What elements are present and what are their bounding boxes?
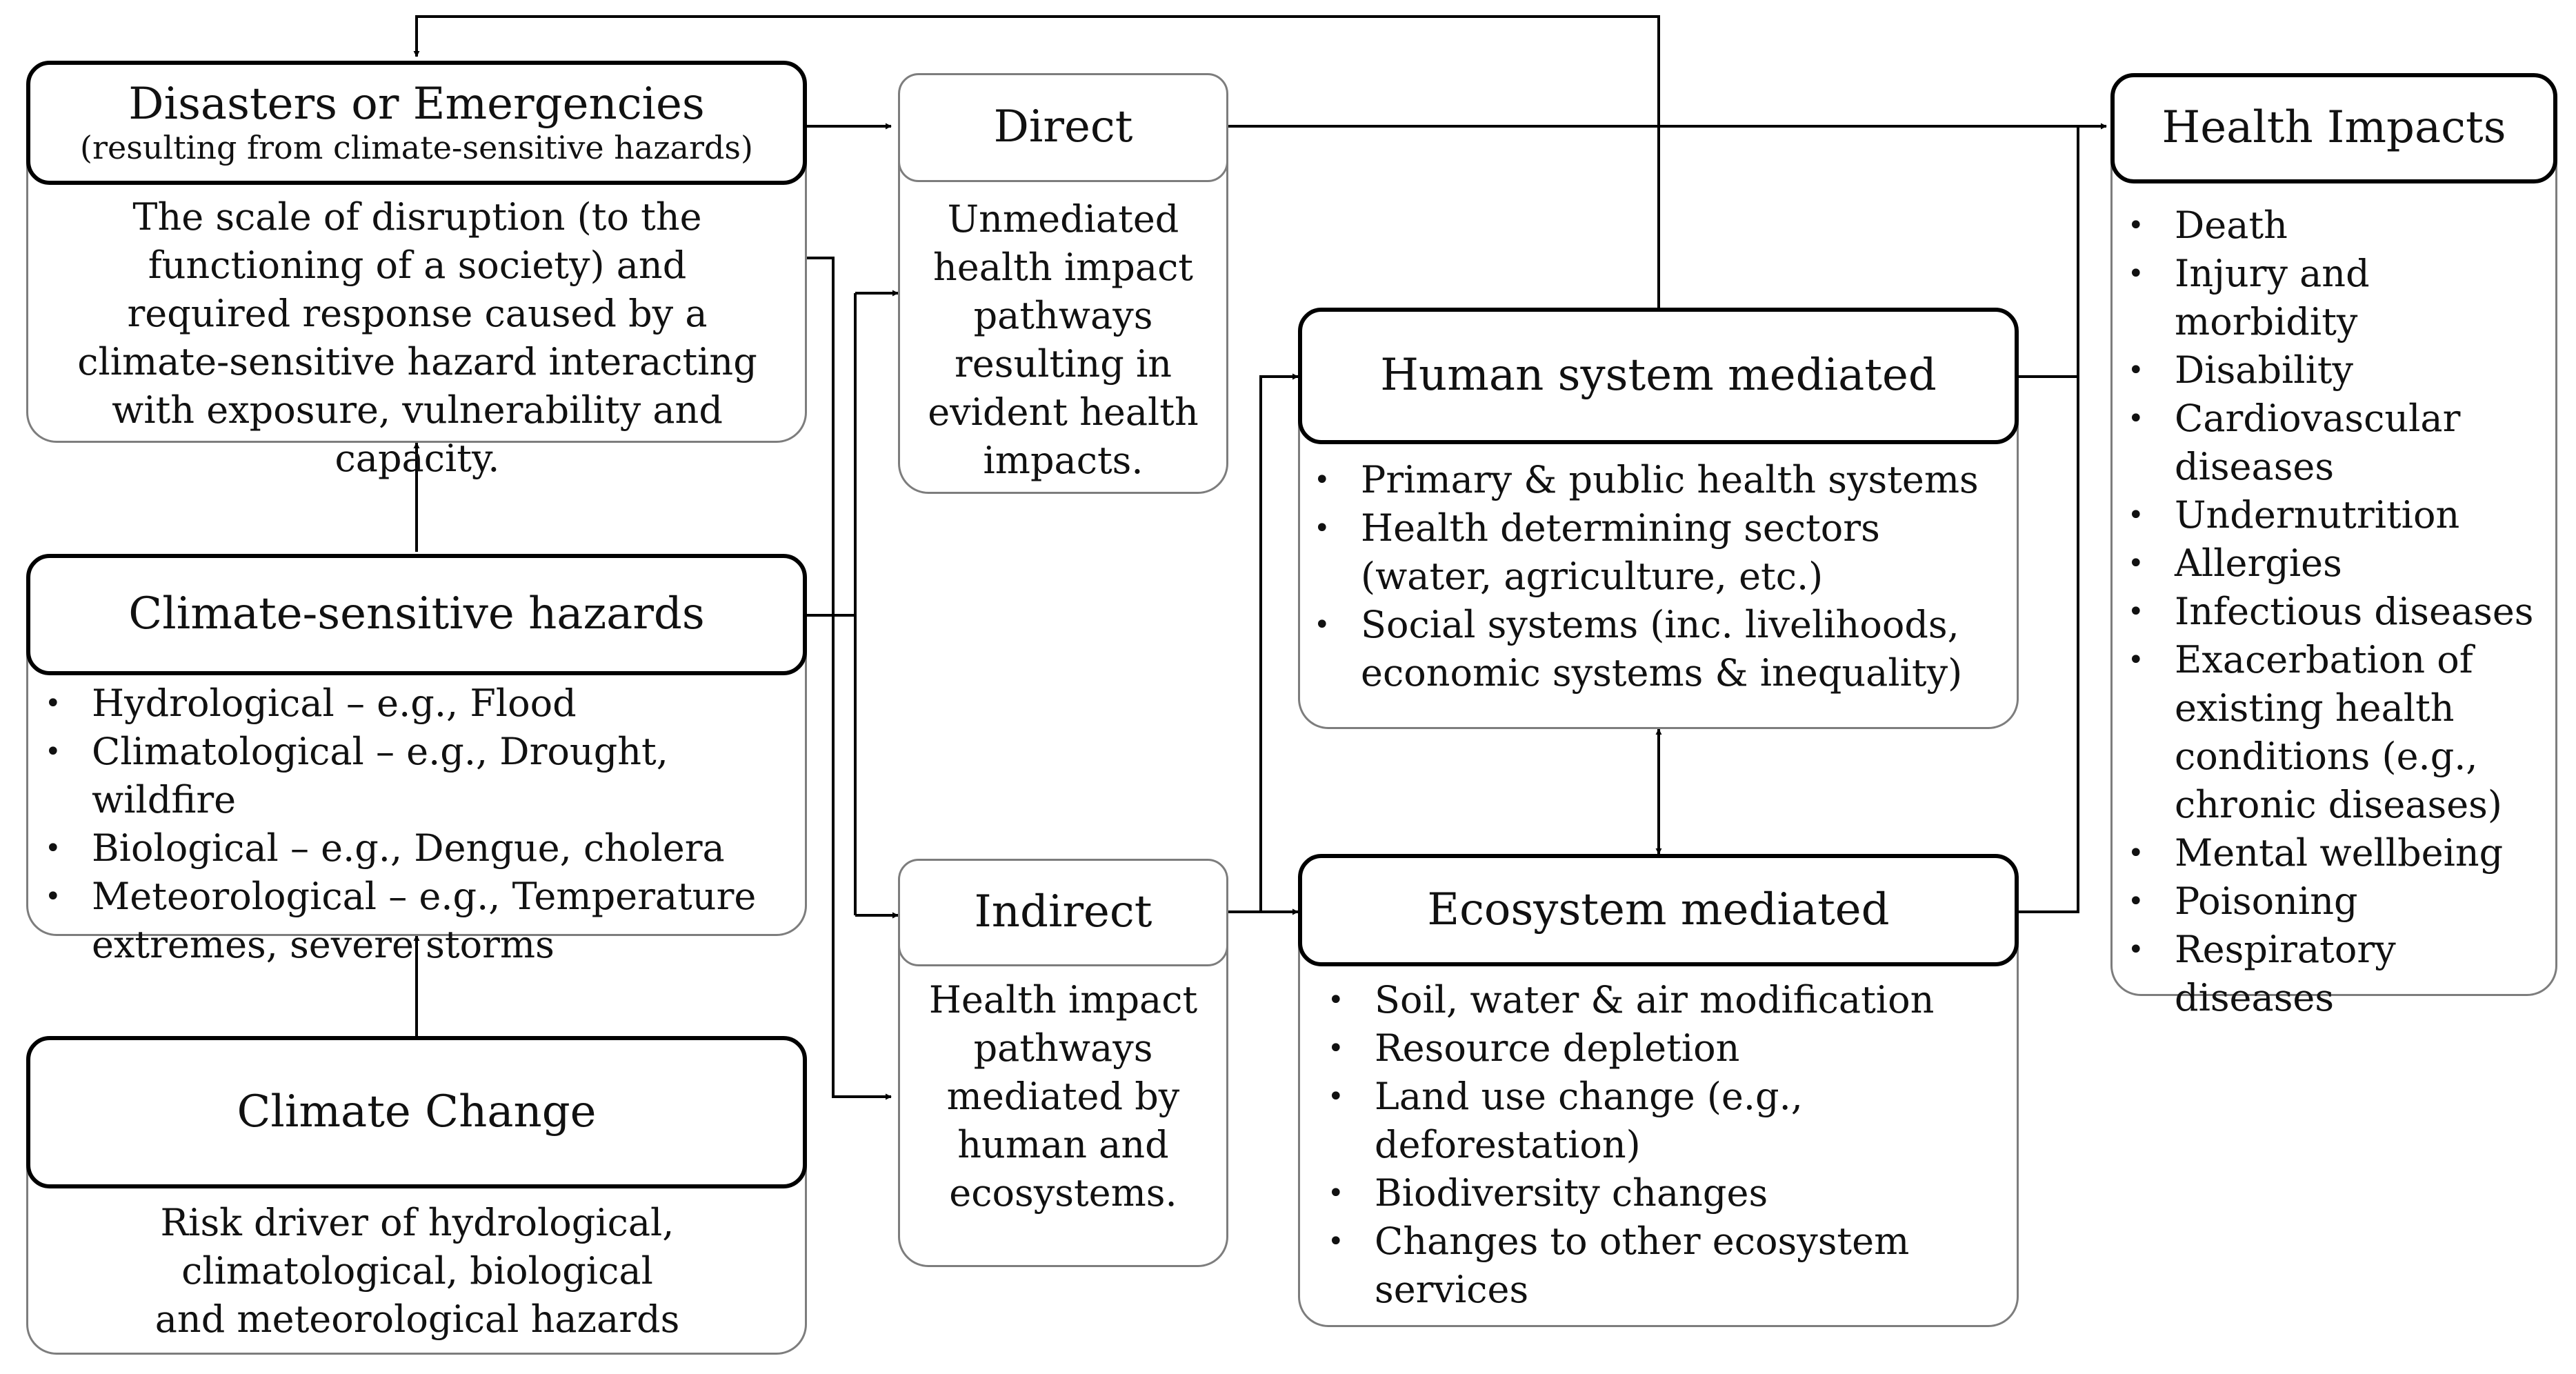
climate-change-header: Climate Change <box>26 1036 807 1188</box>
ecosystem-item: Land use change (e.g., deforestation) <box>1314 1073 2010 1169</box>
arrow-human-to-disasters <box>413 15 1660 308</box>
health-impacts-item: Poisoning <box>2114 877 2552 926</box>
human-system-item: Health determining sectors (water, agric… <box>1300 504 2010 601</box>
ecosystem-item: Resource depletion <box>1314 1024 2010 1073</box>
direct-description: Unmediated health impact pathways result… <box>928 197 1199 482</box>
direct-title: Direct <box>993 101 1133 153</box>
arrow-disasters-to-bus <box>807 257 892 1100</box>
disasters-subtitle: (resulting from climate-sensitive hazard… <box>80 129 753 167</box>
direct-header: Direct <box>898 73 1228 182</box>
hazards-header: Climate-sensitive hazards <box>26 554 807 675</box>
health-impacts-item: Exacerbation of existing health conditio… <box>2114 636 2552 829</box>
arrow-human-to-health <box>2019 126 2079 378</box>
indirect-header: Indirect <box>898 859 1228 966</box>
health-impacts-item: Cardiovascular diseases <box>2114 395 2552 491</box>
human-system-title: Human system mediated <box>1380 350 1937 401</box>
disasters-description: The scale of disruption (to the function… <box>77 195 757 480</box>
health-impacts-item: Disability <box>2114 346 2552 395</box>
disasters-header: Disasters or Emergencies (resulting from… <box>26 61 807 185</box>
human-system-item: Social systems (inc. livelihoods, econom… <box>1300 601 2010 697</box>
health-impacts-list: Death Injury and morbidity Disability Ca… <box>2114 201 2552 1022</box>
health-impacts-title: Health Impacts <box>2161 102 2506 154</box>
indirect-description: Health impact pathways mediated by human… <box>928 978 1198 1215</box>
health-impacts-item: Death <box>2114 201 2552 250</box>
health-impacts-item: Allergies <box>2114 539 2552 588</box>
human-system-list: Primary & public health systems Health d… <box>1300 456 2010 697</box>
climate-change-description: Risk driver of hydrological, climatologi… <box>154 1201 680 1341</box>
health-impacts-header: Health Impacts <box>2110 73 2557 183</box>
ecosystem-item: Biodiversity changes <box>1314 1169 2010 1217</box>
indirect-title: Indirect <box>974 886 1152 938</box>
health-impacts-item: Undernutrition <box>2114 491 2552 539</box>
human-system-header: Human system mediated <box>1298 308 2019 444</box>
arrow-indirect-to-human <box>1259 373 1299 912</box>
ecosystem-list: Soil, water & air modification Resource … <box>1314 976 2010 1314</box>
ecosystem-title: Ecosystem mediated <box>1427 884 1890 935</box>
health-impacts-item: Mental wellbeing <box>2114 829 2552 877</box>
health-impacts-item: Respiratory diseases <box>2114 926 2552 1022</box>
human-system-item: Primary & public health systems <box>1300 456 2010 504</box>
ecosystem-item: Changes to other ecosystem services <box>1314 1217 2010 1314</box>
hazards-list: Hydrological – e.g., Flood Climatologica… <box>31 679 803 969</box>
ecosystem-item: Soil, water & air modification <box>1314 976 2010 1024</box>
arrow-ecosystem-to-health <box>2019 126 2079 913</box>
hazards-item: Meteorological – e.g., Temperature extre… <box>31 873 803 969</box>
health-impacts-item: Injury and morbidity <box>2114 250 2552 346</box>
climate-change-title: Climate Change <box>237 1086 597 1137</box>
hazards-item: Climatological – e.g., Drought, wildfire <box>31 728 803 824</box>
hazards-title: Climate-sensitive hazards <box>128 588 705 640</box>
health-impacts-item: Infectious diseases <box>2114 588 2552 636</box>
disasters-title: Disasters or Emergencies <box>128 78 705 130</box>
ecosystem-header: Ecosystem mediated <box>1298 854 2019 966</box>
hazards-item: Biological – e.g., Dengue, cholera <box>31 824 803 873</box>
hazards-item: Hydrological – e.g., Flood <box>31 679 803 728</box>
